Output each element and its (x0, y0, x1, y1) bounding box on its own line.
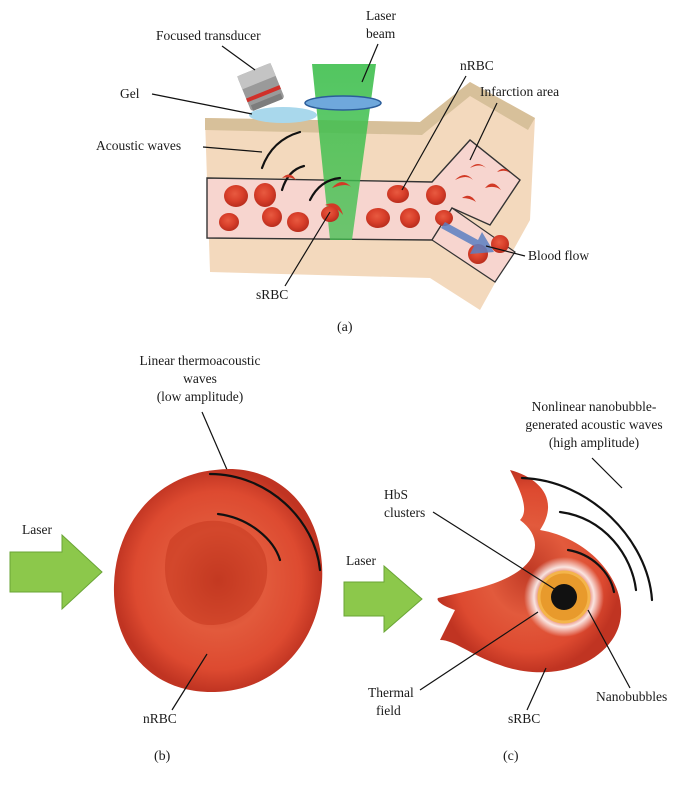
acoustic-wave-arc-3 (308, 176, 342, 202)
leader-infarction-area (469, 102, 498, 161)
leader-srbc-c (526, 667, 547, 711)
leader-focused-transducer (221, 45, 256, 71)
label-laser-c: Laser (346, 553, 376, 568)
normal-red-blood-cell (113, 468, 323, 693)
label-thermal-field-line1: Thermal (368, 685, 414, 700)
leader-nrbc-a (401, 75, 467, 191)
label-blood-flow: Blood flow (528, 248, 589, 263)
label-srbc-c: sRBC (508, 711, 540, 726)
nanobubble-wave-arc-outer (520, 476, 654, 602)
gel (249, 107, 317, 123)
panel-label-a: (a) (337, 320, 353, 335)
leader-laser-beam (361, 43, 379, 83)
label-nanobubbles: Nanobubbles (596, 689, 667, 704)
label-nrbc-a: nRBC (460, 58, 494, 73)
red-blood-cells (219, 183, 509, 264)
label-focused-transducer: Focused transducer (156, 28, 261, 43)
laser-arrow-c (343, 564, 423, 634)
nanobubble-wave-arc-inner (566, 548, 616, 594)
label-nrbc-b: nRBC (143, 711, 177, 726)
nanobubble-wave-arc-mid (558, 510, 638, 592)
panel-c-title-line3: (high amplitude) (549, 435, 639, 450)
leader-blood-flow (485, 245, 526, 257)
label-infarction-area: Infarction area (480, 84, 559, 99)
leader-srbc-a (284, 211, 331, 287)
label-laser-beam-line1: Laser (366, 8, 396, 23)
label-gel: Gel (120, 86, 140, 101)
label-laser-beam-line2: beam (366, 26, 396, 41)
focused-transducer-icon (237, 62, 284, 111)
label-srbc-a: sRBC (256, 287, 288, 302)
label-thermal-field-line2: field (376, 703, 401, 718)
acoustic-wave-arc-1 (260, 130, 302, 170)
panel-label-b: (b) (154, 749, 171, 764)
label-hbs-clusters-line1: HbS (384, 487, 408, 502)
laser-arrow-b (9, 533, 103, 611)
thermoacoustic-wave-arc-inner (216, 512, 282, 562)
label-acoustic-waves: Acoustic waves (96, 138, 181, 153)
thermoacoustic-wave-arc-outer (208, 472, 322, 572)
panel-b-title-line3: (low amplitude) (157, 389, 244, 404)
lens (304, 95, 382, 111)
leader-nonlinear-waves (591, 457, 623, 489)
leader-acoustic-waves (202, 146, 263, 153)
leader-linear-waves (201, 411, 229, 473)
blood-flow-arrow (441, 222, 494, 254)
panel-c-title-line2: generated acoustic waves (525, 417, 662, 432)
leader-nanobubbles (587, 609, 631, 689)
panel-label-c: (c) (503, 749, 519, 764)
leader-gel (151, 93, 253, 115)
hbs-cluster-core (551, 584, 577, 610)
acoustic-wave-arc-2 (280, 164, 306, 192)
label-hbs-clusters-line2: clusters (384, 505, 425, 520)
panel-a-vessel-illustration (205, 62, 535, 310)
sickle-cells (282, 164, 510, 215)
label-laser-b: Laser (22, 522, 52, 537)
panel-c-title-line1: Nonlinear nanobubble- (532, 399, 657, 414)
leader-thermal-field (419, 611, 539, 691)
panel-b-title-line1: Linear thermoacoustic (139, 353, 260, 368)
leader-hbs-clusters (432, 511, 557, 591)
leader-nrbc-b (171, 653, 208, 711)
panel-b-title-line2: waves (183, 371, 217, 386)
